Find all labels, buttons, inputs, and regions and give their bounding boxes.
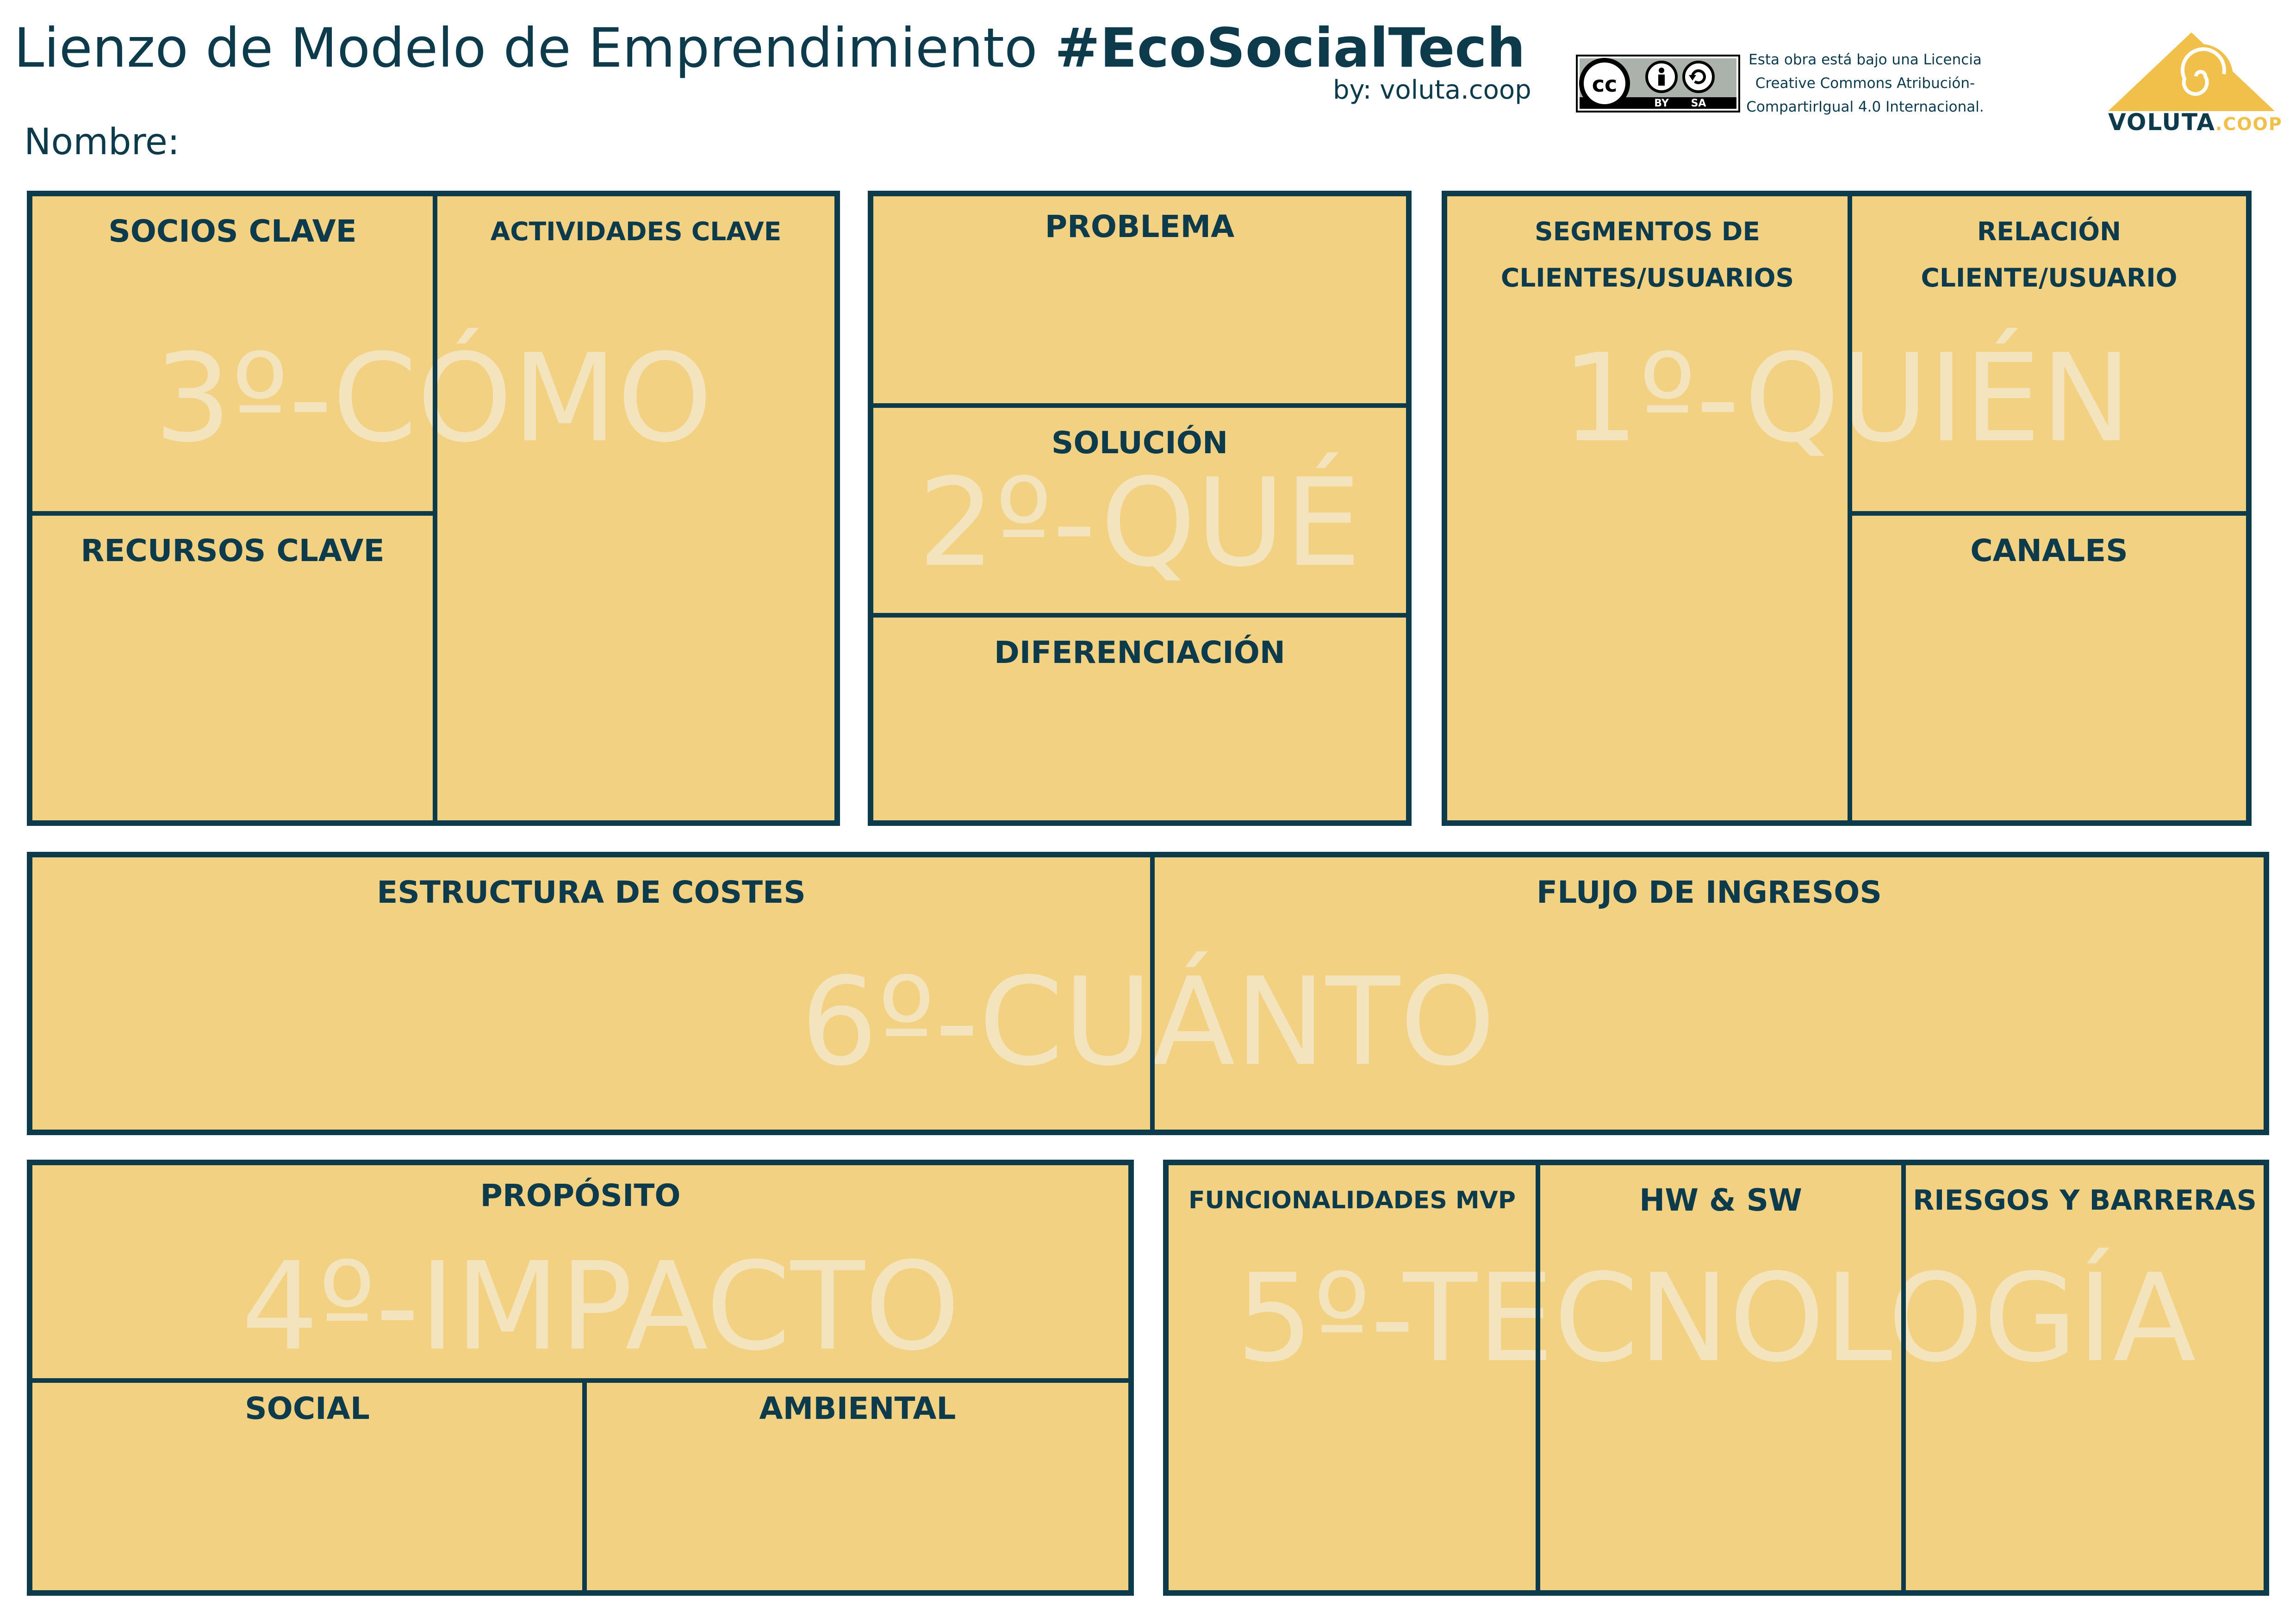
cell-canales[interactable]: CANALES <box>1852 516 2246 820</box>
cell-estructura-costes[interactable]: ESTRUCTURA DE COSTES <box>32 857 1150 1130</box>
license-line: Creative Commons Atribución- <box>1755 75 1975 92</box>
divider <box>433 196 437 820</box>
spiral-shell-logo-icon <box>2108 32 2275 111</box>
cell-social[interactable]: SOCIAL <box>32 1374 582 1586</box>
cell-label: RIESGOS Y BARRERAS <box>1913 1184 2257 1217</box>
cell-label: FLUJO DE INGRESOS <box>1537 874 1882 910</box>
cell-ambiental[interactable]: AMBIENTAL <box>587 1374 1128 1586</box>
title-hashtag: #EcoSocialTech <box>1054 16 1525 80</box>
watermark-que: 2º-QUÉ <box>918 452 1362 593</box>
cc-by-text: BY <box>1654 98 1669 109</box>
cell-label: DIFERENCIACIÓN <box>994 635 1286 670</box>
logo-wordmark: VOLUTA.COOP <box>2108 109 2283 136</box>
cc-by-sa-badge-icon: cc BY SA <box>1576 55 1740 112</box>
block-como: 3º-CÓMO SOCIOS CLAVE ACTIVIDADES CLAVE R… <box>27 191 840 826</box>
cc-text: cc <box>1592 72 1618 97</box>
divider <box>32 1378 1128 1383</box>
block-que: 2º-QUÉ PROBLEMA SOLUCIÓN DIFERENCIACIÓN <box>868 191 1412 826</box>
cell-label-line: CLIENTES/USUARIOS <box>1500 263 1794 293</box>
cell-relacion[interactable]: RELACIÓN CLIENTE/USUARIO <box>1852 196 2246 511</box>
cell-diferenciacion[interactable]: DIFERENCIACIÓN <box>873 618 1406 820</box>
cell-proposito[interactable]: PROPÓSITO <box>32 1165 1128 1378</box>
logo-name: VOLUTA <box>2108 109 2215 136</box>
cell-flujo-ingresos[interactable]: FLUJO DE INGRESOS <box>1155 857 2264 1130</box>
cell-label: FUNCIONALIDADES MVP <box>1188 1187 1516 1214</box>
block-quien: 1º-QUIÉN SEGMENTOS DE CLIENTES/USUARIOS … <box>1442 191 2252 826</box>
cell-problema[interactable]: PROBLEMA <box>873 196 1406 399</box>
block-tecnologia: 5º-TECNOLOGÍA FUNCIONALIDADES MVP HW & S… <box>1163 1160 2269 1596</box>
cell-label: SOCIOS CLAVE <box>108 213 357 249</box>
divider <box>1850 511 2246 516</box>
cell-riesgos-barreras[interactable]: RIESGOS Y BARRERAS <box>1906 1165 2264 1590</box>
byline: by: voluta.coop <box>1333 75 1531 105</box>
cell-label-line: SEGMENTOS DE <box>1535 217 1760 246</box>
cell-label: RECURSOS CLAVE <box>81 533 385 568</box>
watermark-quien: 1º-QUIÉN <box>1562 328 2132 469</box>
cell-label: ACTIVIDADES CLAVE <box>490 217 782 246</box>
divider <box>1536 1165 1540 1590</box>
cell-label: SOCIAL <box>245 1391 370 1426</box>
cell-label: PROBLEMA <box>1045 209 1235 244</box>
block-impacto: 4º-IMPACTO PROPÓSITO SOCIAL AMBIENTAL <box>27 1160 1134 1596</box>
cell-actividades-clave[interactable]: ACTIVIDADES CLAVE <box>437 196 834 820</box>
divider <box>1848 196 1852 820</box>
divider <box>873 403 1406 408</box>
cell-label: CANALES <box>1970 533 2128 568</box>
divider <box>582 1378 587 1590</box>
license-text: Esta obra está bajo una Licencia Creativ… <box>1722 48 2009 119</box>
cell-label: SEGMENTOS DE CLIENTES/USUARIOS <box>1447 208 1848 301</box>
page-title: Lienzo de Modelo de Emprendimiento #EcoS… <box>14 21 1525 75</box>
watermark-tecnologia: 5º-TECNOLOGÍA <box>1236 1248 2196 1389</box>
license-line: CompartirIgual 4.0 Internacional. <box>1746 99 1984 115</box>
license-line: Esta obra está bajo una Licencia <box>1748 51 1982 68</box>
cell-hw-sw[interactable]: HW & SW <box>1540 1165 1901 1590</box>
cell-label: PROPÓSITO <box>480 1178 681 1213</box>
cell-label: ESTRUCTURA DE COSTES <box>377 874 806 910</box>
watermark-impacto: 4º-IMPACTO <box>241 1236 960 1377</box>
cell-label-line: CLIENTE/USUARIO <box>1921 263 2178 293</box>
watermark-cuanto: 6º-CUÁNTO <box>801 951 1495 1093</box>
title-text: Lienzo de Modelo de Emprendimiento <box>14 16 1055 80</box>
cell-recursos-clave[interactable]: RECURSOS CLAVE <box>32 516 433 820</box>
cell-label: HW & SW <box>1639 1182 1802 1218</box>
cc-sa-text: SA <box>1691 98 1706 109</box>
cell-funcionalidades-mvp[interactable]: FUNCIONALIDADES MVP <box>1169 1165 1536 1590</box>
name-label: Nombre: <box>24 121 180 163</box>
divider <box>32 511 435 516</box>
cell-label-line: RELACIÓN <box>1977 217 2122 246</box>
logo-suffix: .COOP <box>2215 114 2283 134</box>
cell-socios-clave[interactable]: SOCIOS CLAVE <box>32 196 433 511</box>
divider <box>873 613 1406 618</box>
block-cuanto: 6º-CUÁNTO ESTRUCTURA DE COSTES FLUJO DE … <box>27 852 2269 1135</box>
cell-solucion[interactable]: SOLUCIÓN <box>873 408 1406 613</box>
divider <box>1901 1165 1906 1590</box>
divider <box>1150 857 1155 1130</box>
cell-label: AMBIENTAL <box>759 1391 956 1426</box>
cell-label: SOLUCIÓN <box>1051 425 1228 461</box>
cell-segmentos[interactable]: SEGMENTOS DE CLIENTES/USUARIOS <box>1447 196 1848 820</box>
cell-label: RELACIÓN CLIENTE/USUARIO <box>1852 208 2246 301</box>
